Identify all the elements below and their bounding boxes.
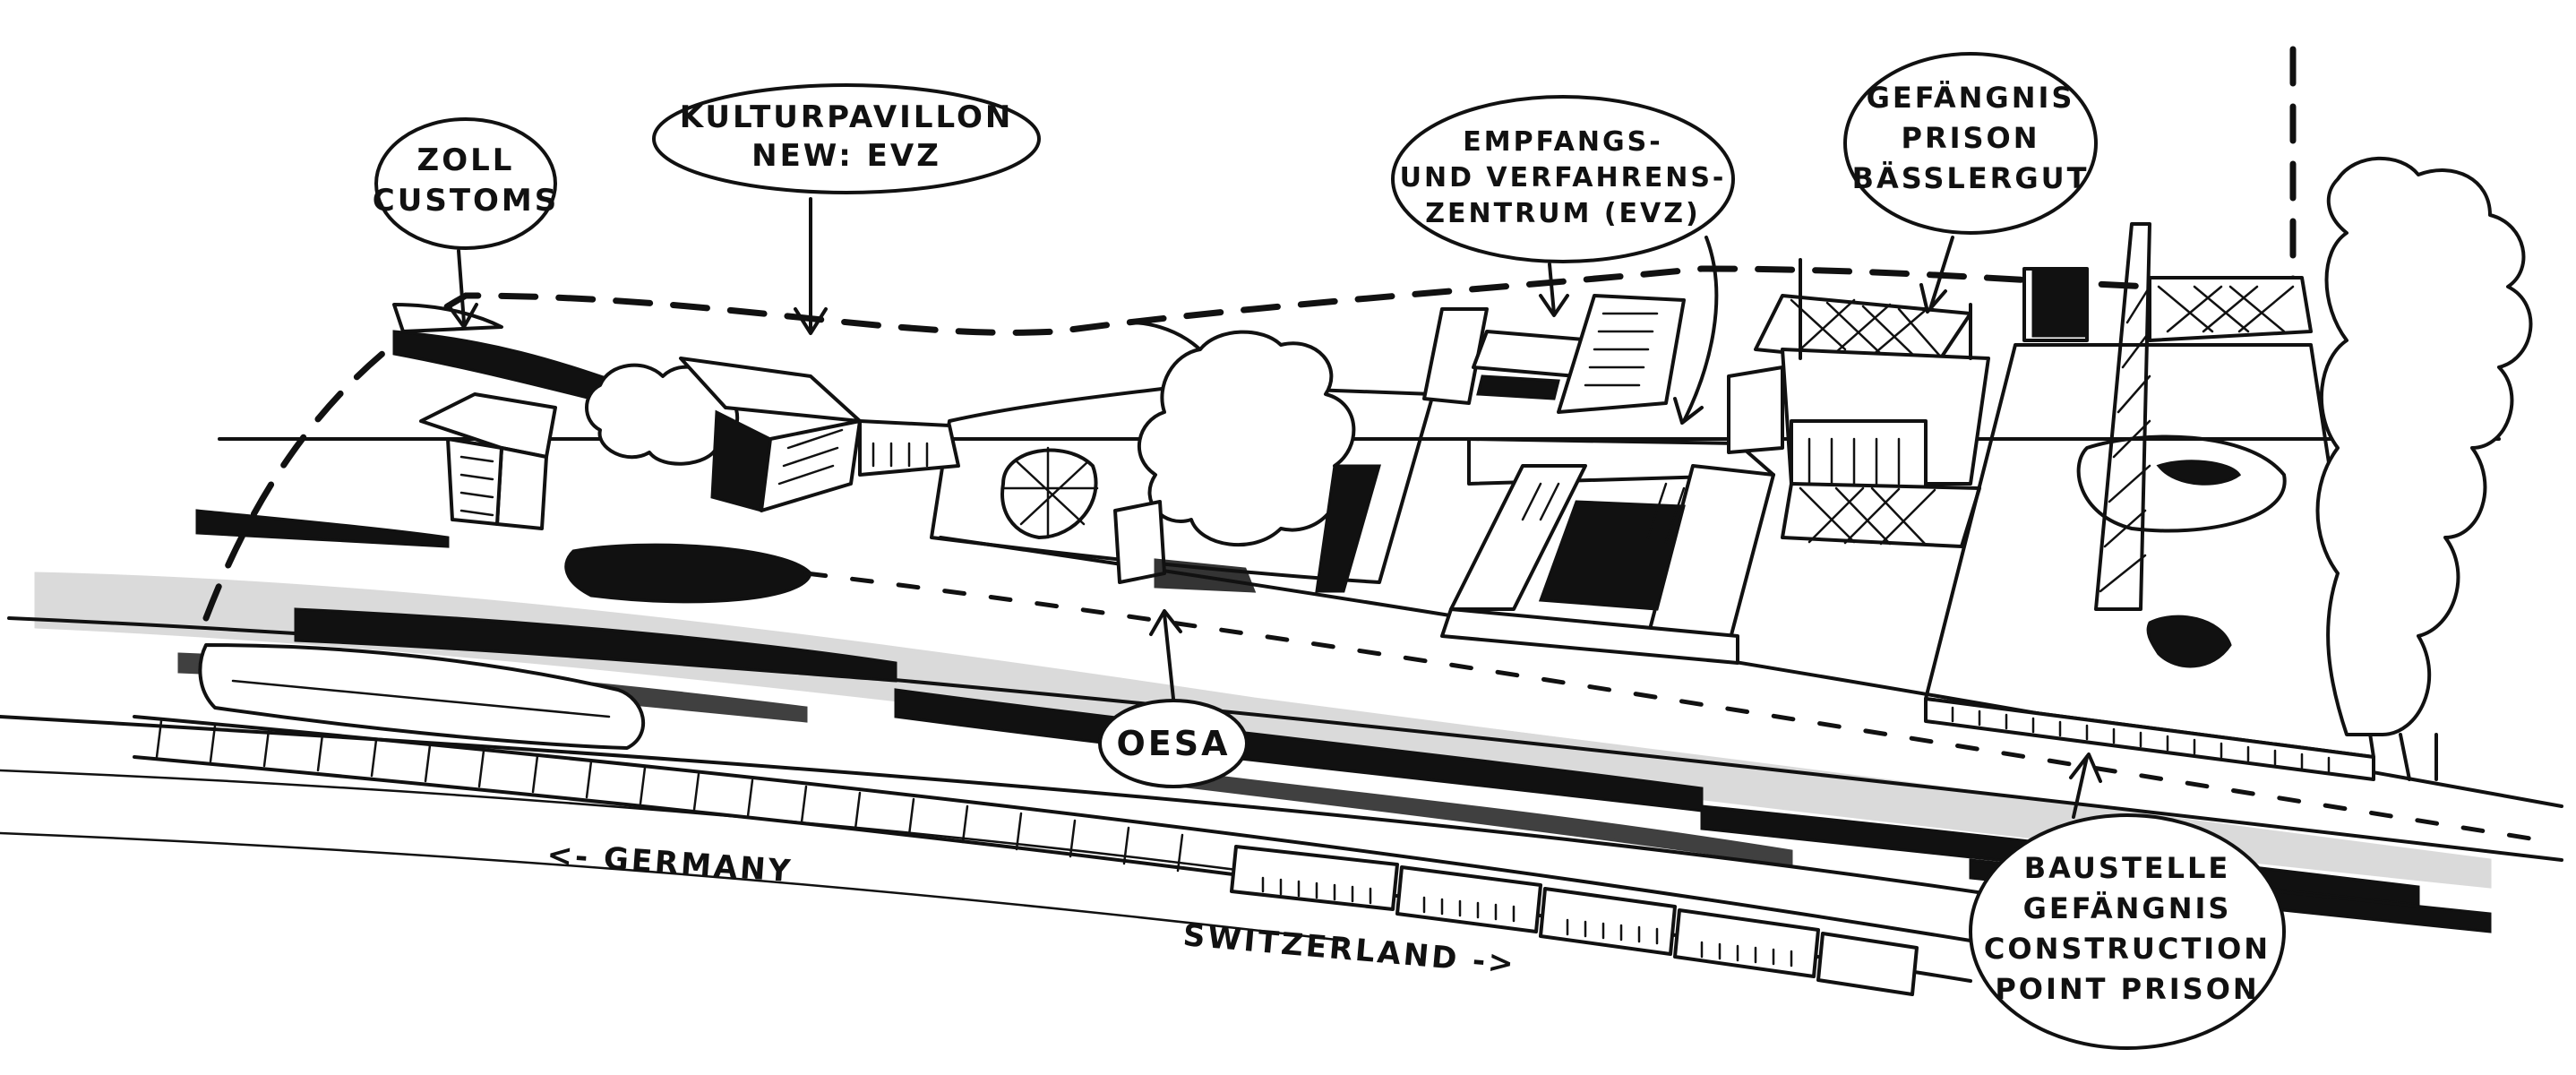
construction-line-3: CONSTRUCTION [1984,932,2271,966]
construction-line-4: POINT PRISON [1995,972,2259,1006]
prison-line-1: GEFÄNGNIS [1867,81,2075,115]
kulturpavillon-building [679,357,960,512]
label-kulturpavillon: KULTURPAVILLON NEW: EVZ [652,83,1041,335]
trees-right [2315,156,2533,781]
evz-line-1: EMPFANGS- [1463,126,1662,158]
evz-line-2: UND VERFAHRENS- [1400,162,1727,194]
label-oesa: OESA [1098,609,1249,788]
freight-train [1230,845,1919,996]
construction-site [1924,222,2375,781]
label-germany: <- GERMANY [545,837,794,890]
oesa-text: OESA [1116,724,1230,763]
kulturpavillon-line-1: KULTURPAVILLON [680,99,1014,135]
construction-line-1: BAUSTELLE [2024,851,2231,885]
label-zoll: ZOLL CUSTOMS [373,117,559,329]
label-switzerland: SWITZERLAND -> [1181,917,1517,982]
label-construction: BAUSTELLE GEFÄNGNIS CONSTRUCTION POINT P… [1969,752,2286,1050]
zoll-line-1: ZOLL [417,142,515,178]
prison-baesslergut [1727,258,1990,548]
kulturpavillon-line-2: NEW: EVZ [751,138,941,174]
construction-line-2: GEFÄNGNIS [2023,891,2232,925]
passenger-train [198,643,645,750]
label-evz: EMPFANGS- UND VERFAHRENS- ZENTRUM (EVZ) [1391,95,1735,425]
zoll-line-2: CUSTOMS [373,183,559,219]
customs-building [195,303,630,548]
evz-buildings [1422,294,1775,665]
oesa-area [1000,330,1381,593]
prison-line-3: BÄSSLERGUT [1852,161,2090,195]
prison-line-2: PRISON [1901,121,2039,155]
label-prison: GEFÄNGNIS PRISON BÄSSLERGUT [1843,52,2098,314]
evz-line-3: ZENTRUM (EVZ) [1425,198,1700,229]
